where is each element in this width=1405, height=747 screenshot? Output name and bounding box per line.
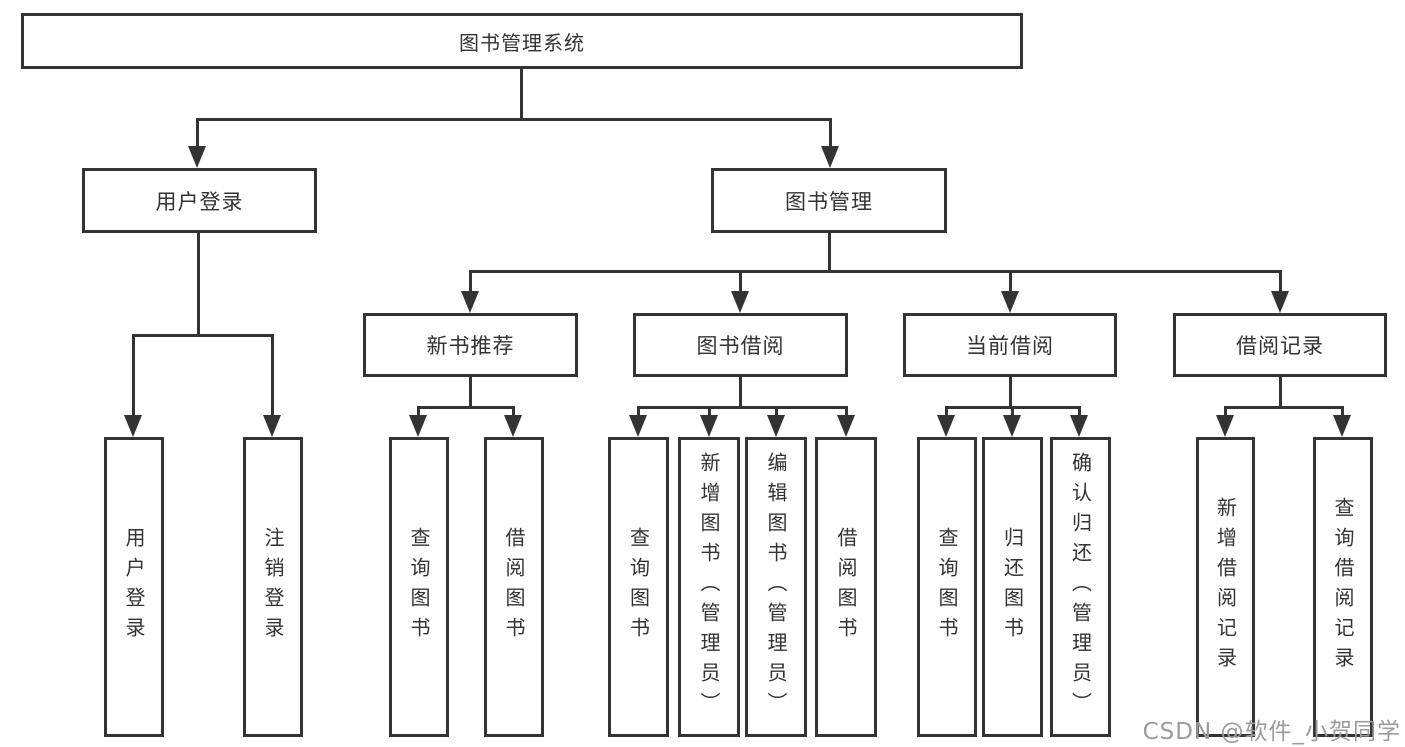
node-book-management-label: 图书管理 bbox=[785, 189, 873, 214]
edge-book-borrow-vline bbox=[739, 377, 742, 409]
leaf-edit-book-admin: 编辑图书（管理员） bbox=[745, 437, 807, 737]
leaf-borrow-book-2-label: 借阅图书 bbox=[834, 527, 858, 647]
leaf-user-login: 用户登录 bbox=[104, 437, 164, 737]
edge-to-leaf-add-record-vline bbox=[1224, 406, 1227, 415]
edge-current-borrow-vline bbox=[1009, 377, 1012, 409]
leaf-query-book-2-label: 查询图书 bbox=[626, 527, 651, 647]
leaf-logout: 注销登录 bbox=[243, 437, 303, 737]
leaf-borrow-book-2: 借阅图书 bbox=[815, 437, 877, 737]
arrowhead-leaf-user-login bbox=[124, 415, 142, 437]
leaf-query-book-3-label: 查询图书 bbox=[935, 527, 959, 647]
arrowhead-user-login bbox=[188, 146, 206, 168]
edge-to-book-borrow-vline bbox=[739, 270, 742, 291]
arrowhead-current-borrow bbox=[1001, 291, 1019, 313]
leaf-query-borrow-record-label: 查询借阅记录 bbox=[1331, 497, 1355, 677]
arrowhead-leaf-logout bbox=[263, 415, 281, 437]
edge-to-leaf-query-record-vline bbox=[1341, 406, 1344, 415]
watermark: CSDN @软件_小贺同学 bbox=[1142, 719, 1401, 745]
edge-to-leaf-logout-vline bbox=[271, 334, 274, 415]
edge-to-leaf-query1-vline bbox=[417, 406, 420, 415]
leaf-logout-label: 注销登录 bbox=[261, 527, 285, 647]
edge-to-new-book-rec-vline bbox=[469, 270, 472, 291]
edge-to-leaf-return-vline bbox=[1011, 406, 1014, 415]
leaf-add-borrow-record-label: 新增借阅记录 bbox=[1213, 497, 1238, 677]
leaf-query-borrow-record: 查询借阅记录 bbox=[1313, 437, 1373, 737]
arrowhead-book-borrow bbox=[731, 291, 749, 313]
edge-user-login-hline bbox=[132, 334, 274, 337]
node-borrow-record-label: 借阅记录 bbox=[1236, 334, 1324, 358]
leaf-borrow-book-1-label: 借阅图书 bbox=[502, 527, 526, 647]
edge-root-vline bbox=[520, 69, 523, 120]
edge-new-book-rec-hline bbox=[417, 406, 515, 409]
edge-to-leaf-query2-vline bbox=[637, 406, 640, 415]
edge-to-leaf-borrow1-vline bbox=[512, 406, 515, 415]
edge-level3-hline bbox=[469, 270, 1281, 273]
edge-level2-hline bbox=[196, 118, 832, 121]
leaf-borrow-book-1: 借阅图书 bbox=[484, 437, 544, 737]
edge-to-borrow-record-vline bbox=[1279, 270, 1282, 291]
edge-book-mgmt-vline bbox=[828, 233, 831, 273]
leaf-query-book-3: 查询图书 bbox=[917, 437, 977, 737]
edge-to-leaf-edit-book-vline bbox=[775, 406, 778, 415]
leaf-add-borrow-record: 新增借阅记录 bbox=[1196, 437, 1255, 737]
leaf-query-book-1-label: 查询图书 bbox=[407, 527, 431, 647]
arrowhead-leaf-borrow1 bbox=[504, 415, 522, 437]
arrowhead-leaf-return bbox=[1003, 415, 1021, 437]
node-current-borrow-label: 当前借阅 bbox=[966, 334, 1054, 358]
edge-borrow-record-hline bbox=[1224, 406, 1343, 409]
leaf-return-book: 归还图书 bbox=[982, 437, 1043, 737]
node-user-login: 用户登录 bbox=[82, 168, 317, 233]
leaf-return-book-label: 归还图书 bbox=[1000, 527, 1025, 647]
leaf-confirm-return-admin: 确认归还（管理员） bbox=[1050, 437, 1111, 737]
leaf-query-book-1: 查询图书 bbox=[389, 437, 449, 737]
arrowhead-leaf-query2 bbox=[629, 415, 647, 437]
node-new-book-recommend-label: 新书推荐 bbox=[426, 334, 515, 358]
arrowhead-leaf-edit-book bbox=[767, 415, 785, 437]
edge-to-leaf-borrow2-vline bbox=[845, 406, 848, 415]
arrowhead-leaf-query3 bbox=[937, 415, 955, 437]
edge-to-book-mgmt-vline bbox=[829, 118, 832, 146]
edge-to-leaf-user-login-vline bbox=[132, 334, 135, 415]
edge-to-leaf-confirm-vline bbox=[1078, 406, 1081, 415]
leaf-confirm-return-admin-label: 确认归还（管理员） bbox=[1068, 452, 1093, 722]
leaf-add-book-admin: 新增图书（管理员） bbox=[678, 437, 740, 737]
node-new-book-recommend: 新书推荐 bbox=[363, 313, 578, 377]
arrowhead-borrow-record bbox=[1271, 291, 1289, 313]
arrowhead-leaf-confirm bbox=[1070, 415, 1088, 437]
leaf-edit-book-admin-label: 编辑图书（管理员） bbox=[764, 452, 788, 722]
arrowhead-leaf-query1 bbox=[409, 415, 427, 437]
arrowhead-leaf-add-book bbox=[700, 415, 718, 437]
edge-to-current-borrow-vline bbox=[1009, 270, 1012, 291]
node-user-login-label: 用户登录 bbox=[155, 189, 244, 214]
edge-to-leaf-add-book-vline bbox=[708, 406, 711, 415]
edge-new-book-rec-vline bbox=[469, 377, 472, 409]
edge-book-borrow-hline bbox=[637, 406, 847, 409]
node-library-management-system: 图书管理系统 bbox=[21, 13, 1023, 69]
node-book-borrow-label: 图书借阅 bbox=[696, 334, 785, 358]
node-library-management-system-label: 图书管理系统 bbox=[459, 30, 585, 55]
arrowhead-leaf-add-record bbox=[1216, 415, 1234, 437]
arrowhead-new-book-rec bbox=[461, 291, 479, 313]
arrowhead-leaf-query-record bbox=[1333, 415, 1351, 437]
edge-to-leaf-query3-vline bbox=[945, 406, 948, 415]
edge-to-user-login-vline bbox=[196, 118, 199, 146]
edge-borrow-record-vline bbox=[1279, 377, 1282, 409]
node-book-borrow: 图书借阅 bbox=[633, 313, 848, 377]
leaf-query-book-2: 查询图书 bbox=[608, 437, 669, 737]
node-book-management: 图书管理 bbox=[711, 168, 947, 233]
node-borrow-record: 借阅记录 bbox=[1173, 313, 1387, 377]
arrowhead-leaf-borrow2 bbox=[837, 415, 855, 437]
edge-user-login-vline bbox=[197, 233, 200, 337]
node-current-borrow: 当前借阅 bbox=[903, 313, 1117, 377]
leaf-user-login-label: 用户登录 bbox=[122, 527, 146, 647]
leaf-add-book-admin-label: 新增图书（管理员） bbox=[697, 452, 721, 722]
arrowhead-book-mgmt bbox=[821, 146, 839, 168]
